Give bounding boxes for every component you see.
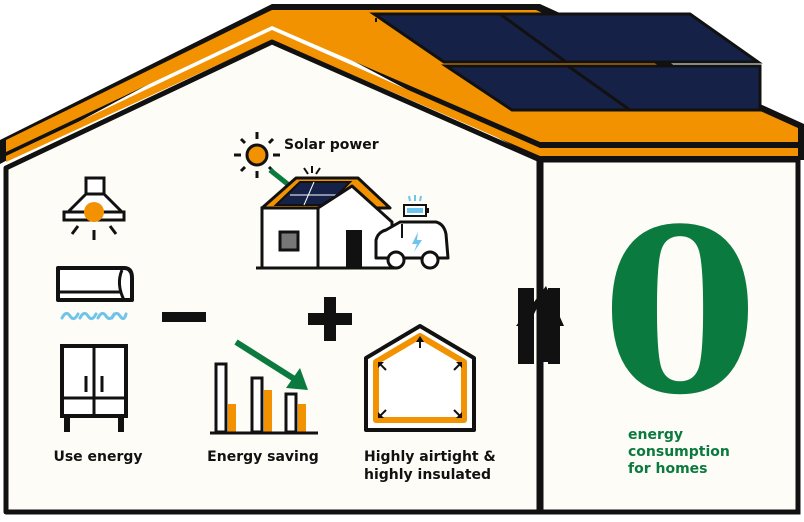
range-hood-icon [62,176,126,240]
minus-sign [162,312,206,322]
electric-car-icon [374,195,450,270]
bar-chart-icon [210,339,318,435]
roof-solar-panels [369,12,763,112]
result-zero: 0 [601,180,759,445]
label-airtight-line2: highly insulated [364,467,492,483]
air-conditioner-icon [56,266,134,321]
insulated-house-icon [364,324,476,432]
plus-sign [308,297,352,341]
less-equal-sign [516,286,564,364]
label-result-line1: energy [628,427,684,443]
label-result-line3: for homes [628,461,708,477]
label-use-energy: Use energy [53,449,143,465]
sun-icon [234,132,280,178]
label-energy-saving: Energy saving [207,449,319,465]
refrigerator-icon [60,344,128,432]
solar-house-icon [256,166,396,270]
label-solar-power: Solar power [284,137,379,153]
label-airtight-line1: Highly airtight & [364,449,496,465]
label-result-line2: consumption [628,444,730,460]
